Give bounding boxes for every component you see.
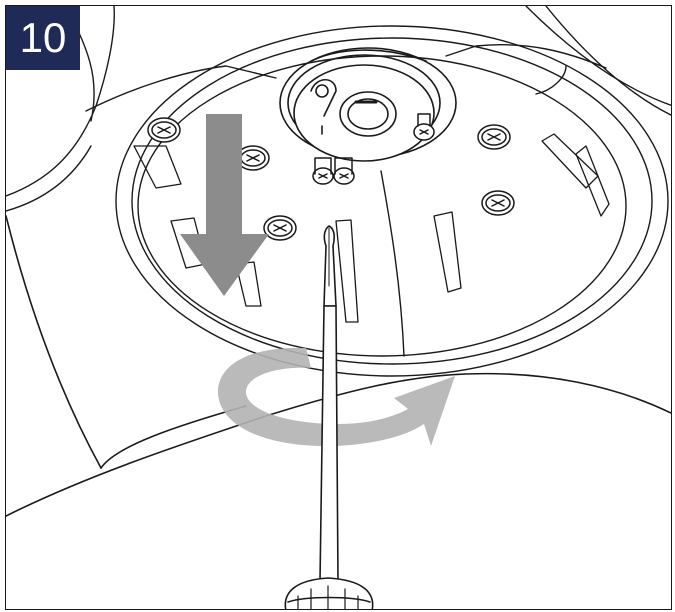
lower-panel — [6, 215, 671, 517]
down-arrow-icon — [180, 114, 269, 296]
illustration-frame: 10 — [5, 5, 672, 610]
center-hub — [279, 47, 457, 162]
phillips-screwdriver-icon — [284, 225, 374, 609]
plate-seams — [85, 44, 607, 357]
clockwise-rotation-icon — [217, 347, 455, 447]
assembly-illustration — [6, 6, 671, 609]
phillips-screw-icon — [147, 113, 515, 241]
step-number-badge: 10 — [6, 6, 80, 70]
inner-ribs — [133, 133, 610, 323]
